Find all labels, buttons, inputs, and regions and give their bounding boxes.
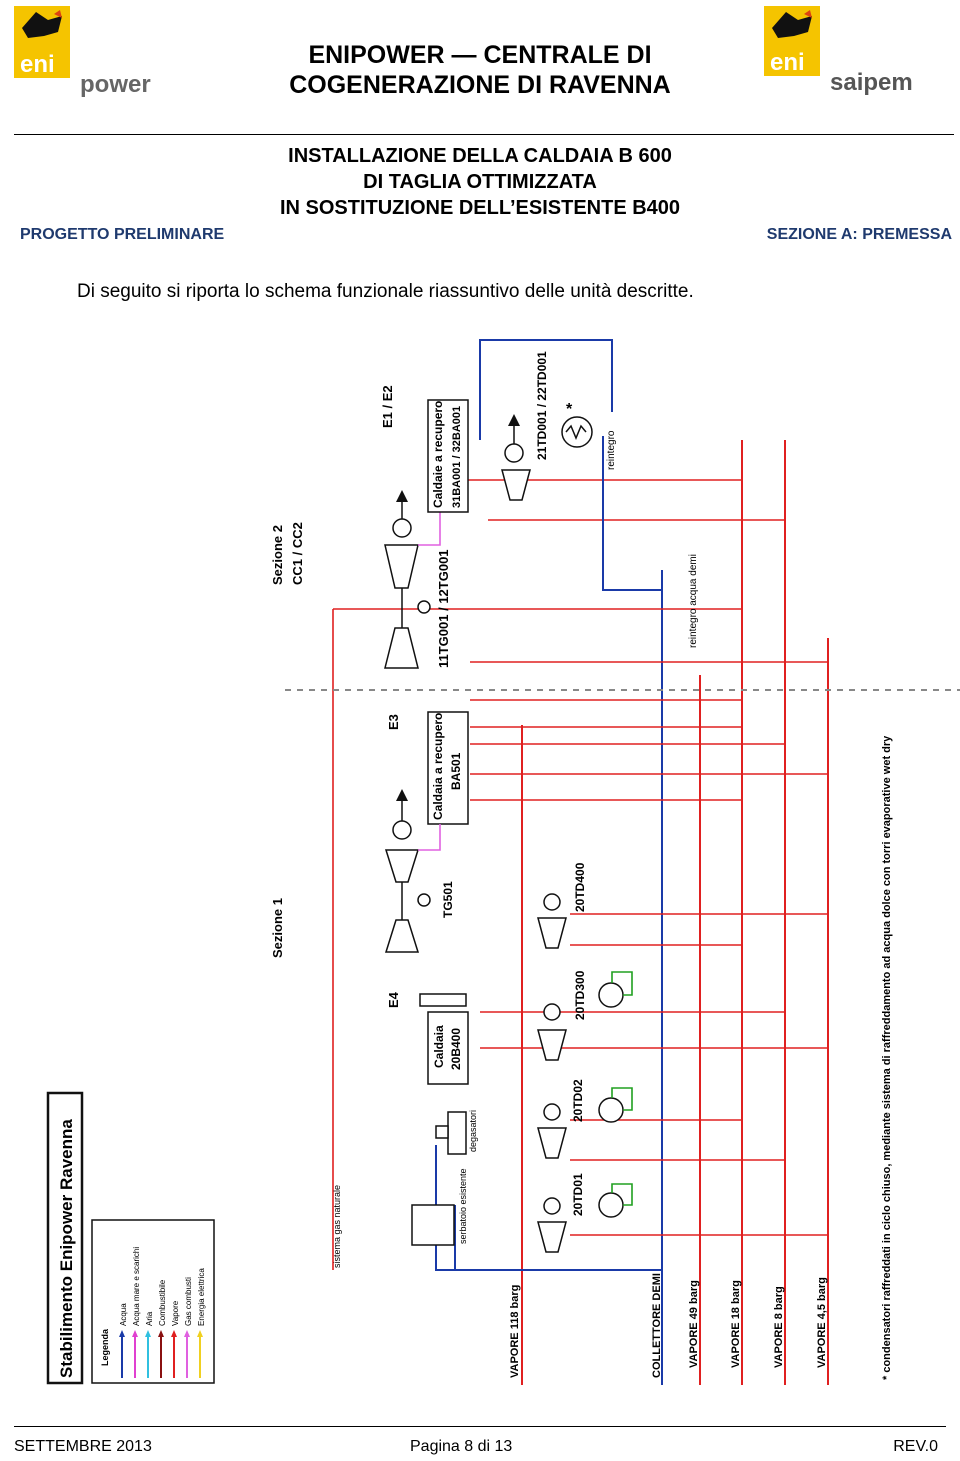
label-reintegro-demi: reintegro acqua demi	[688, 554, 699, 648]
label-vapore-8: VAPORE 8 barg	[773, 1286, 785, 1368]
right-logo-text: eni	[770, 49, 805, 76]
label-td2122: 21TD001 / 22TD001	[535, 351, 549, 460]
document-title-line2: COGENERAZIONE DI RAVENNA	[289, 71, 671, 99]
label-tg1112: 11TG001 / 12TG001	[436, 549, 451, 668]
header-rule	[14, 134, 954, 135]
left-logo-sub: power	[80, 71, 151, 98]
project-tag: PROGETTO PRELIMINARE	[20, 226, 225, 243]
footer-page: Pagina 8 di 13	[410, 1438, 513, 1455]
legend-label-1: Acqua mare e scarichi	[132, 1247, 141, 1326]
right-logo-sub: saipem	[830, 69, 913, 96]
label-20td02: 20TD02	[571, 1079, 585, 1122]
subtitle-line2: DI TAGLIA OTTIMIZZATA	[363, 171, 597, 193]
footer-rev: REV.0	[893, 1438, 938, 1455]
document-title-line1: ENIPOWER — CENTRALE DI	[308, 41, 652, 69]
footer-rule	[14, 1426, 946, 1427]
legend-label-6: Energia elettrica	[197, 1268, 206, 1326]
label-vapore-45: VAPORE 4,5 barg	[816, 1277, 828, 1368]
label-31ba001: 31BA001 / 32BA001	[451, 406, 463, 508]
legend-label-4: Vapore	[171, 1300, 180, 1326]
eni-power-logo: eni power	[14, 6, 164, 100]
label-reintegro: reintegro	[606, 430, 617, 470]
footer-year: 2013	[116, 1438, 152, 1455]
label-degasatori: degasatori	[468, 1110, 478, 1152]
legend-arrowhead-3	[158, 1330, 164, 1337]
diagram-title: Stabilimento Enipower Ravenna	[57, 1119, 76, 1378]
intro-text: Di seguito si riporta lo schema funziona…	[77, 281, 694, 302]
label-sezione2: Sezione 2	[270, 525, 285, 585]
label-cc: CC1 / CC2	[290, 522, 305, 585]
legend-arrowhead-0	[119, 1330, 125, 1337]
legend-heading: Legenda	[100, 1328, 110, 1366]
label-vapore-49: VAPORE 49 barg	[688, 1280, 700, 1368]
label-20td01: 20TD01	[571, 1173, 585, 1216]
label-caldaie-recupero: Caldaie a recupero	[431, 401, 445, 508]
eni-saipem-logo: eni saipem	[764, 6, 924, 96]
subtitle-line3: IN SOSTITUZIONE DELL’ESISTENTE B400	[279, 197, 681, 219]
label-e3: E3	[386, 714, 401, 730]
footer-date: SETTEMBRE 2013	[14, 1438, 152, 1456]
star-marker: *	[566, 401, 573, 418]
legend-label-3: Combustibile	[158, 1279, 167, 1326]
footer-month: SETTEMBRE	[14, 1438, 112, 1455]
legend-arrowhead-6	[197, 1330, 203, 1337]
legend-arrowhead-1	[132, 1330, 138, 1337]
label-tg501: TG501	[441, 881, 455, 918]
legend-arrowhead-4	[171, 1330, 177, 1337]
label-vapore-118: VAPORE 118 barg	[509, 1285, 521, 1378]
label-vapore-18: VAPORE 18 barg	[730, 1280, 742, 1368]
legend-arrowhead-2	[145, 1330, 151, 1337]
label-20b400: 20B400	[449, 1028, 463, 1070]
label-sezione1: Sezione 1	[270, 898, 285, 958]
label-caldaia-ba501: Caldaia a recupero	[431, 713, 445, 820]
label-e4: E4	[386, 991, 401, 1008]
label-collettore-demi: COLLETTORE DEMI	[651, 1273, 663, 1378]
label-serbatoio: serbatoio esistente	[458, 1168, 468, 1244]
label-20td400: 20TD400	[573, 862, 587, 912]
left-logo-text: eni	[20, 51, 55, 78]
condensatori-note: * condensatori raffreddati in ciclo chiu…	[881, 735, 893, 1380]
label-gas-naturale: sistema gas naturale	[332, 1185, 342, 1268]
section-tag: SEZIONE A: PREMESSA	[766, 226, 952, 243]
legend-label-0: Acqua	[119, 1303, 128, 1326]
legend-arrowhead-5	[184, 1330, 190, 1337]
legend-label-5: Gas combusti	[184, 1277, 193, 1326]
label-caldaia-20b400: Caldaia	[432, 1025, 446, 1068]
label-20td300: 20TD300	[573, 970, 587, 1020]
label-e1e2: E1 / E2	[380, 385, 395, 428]
label-ba501: BA501	[449, 752, 463, 790]
legend-label-2: Aria	[145, 1311, 154, 1326]
subtitle-line1: INSTALLAZIONE DELLA CALDAIA B 600	[288, 145, 672, 167]
